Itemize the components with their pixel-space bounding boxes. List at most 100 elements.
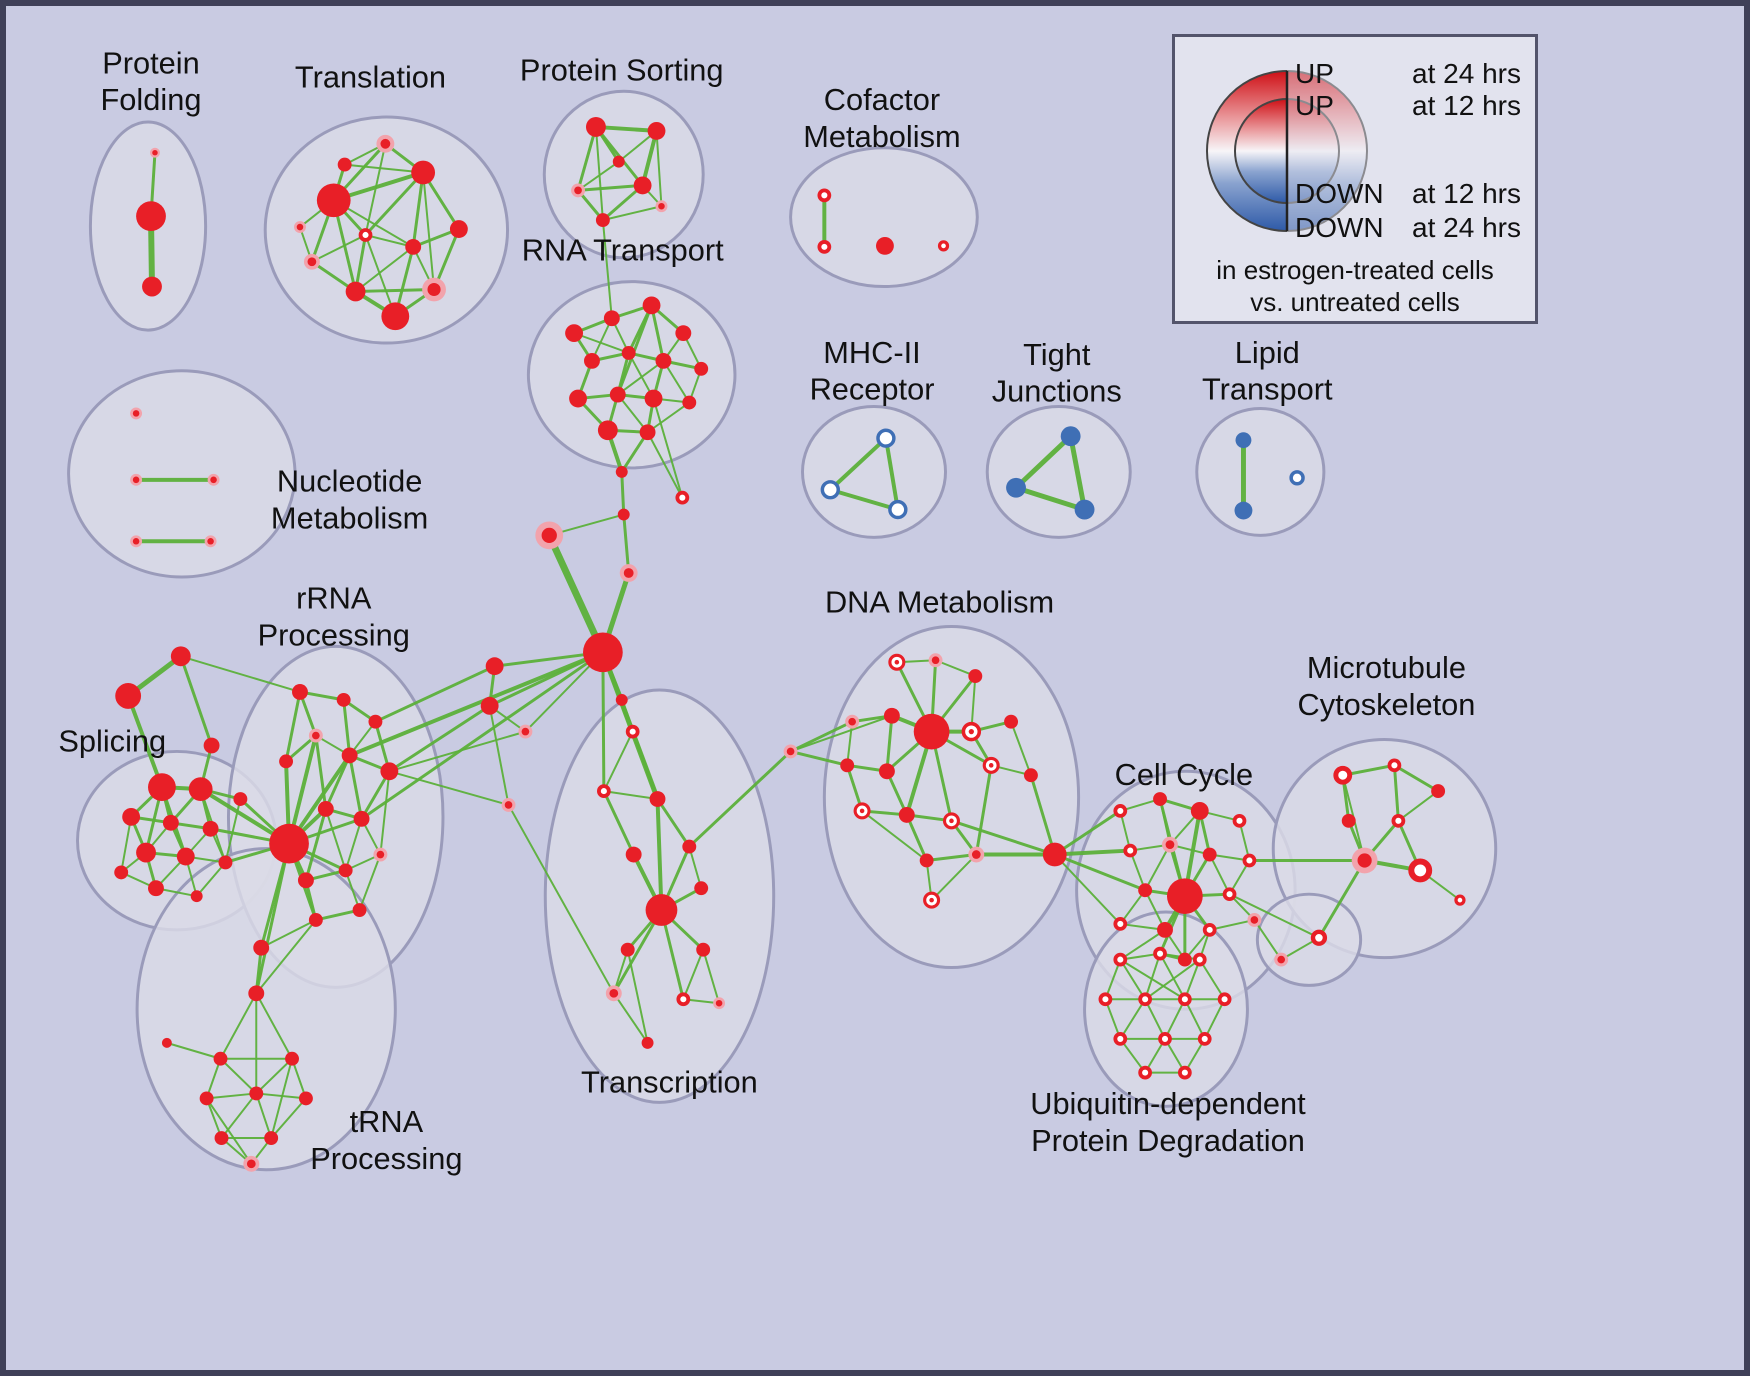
- network-edge: [373, 664, 497, 724]
- gene-node-open: [1333, 765, 1353, 785]
- network-edge: [344, 817, 363, 872]
- gene-node-open: [1123, 843, 1138, 858]
- gene-node-solid: [233, 792, 248, 806]
- cluster-region-mhc2-receptor: [801, 404, 948, 539]
- network-edge: [1392, 763, 1440, 793]
- gene-node-open: [1158, 1032, 1172, 1046]
- network-edge: [314, 734, 328, 811]
- gene-node-halo: [619, 564, 638, 582]
- network-edge: [616, 359, 665, 396]
- network-edge: [1119, 889, 1147, 925]
- gene-node-blue: [1235, 432, 1252, 449]
- network-edge: [601, 219, 613, 320]
- gene-node-target: [942, 812, 960, 830]
- gene-node-solid: [1166, 878, 1203, 915]
- network-edge: [360, 769, 391, 821]
- gene-node-halo: [243, 1155, 260, 1172]
- gene-node-halo: [518, 724, 533, 739]
- gene-node-open: [1387, 758, 1402, 773]
- network-edge: [304, 807, 328, 882]
- gene-node-halo: [422, 277, 446, 302]
- gene-node-open: [1113, 917, 1128, 931]
- gene-node-solid: [202, 820, 219, 837]
- gene-node-solid: [213, 1051, 228, 1066]
- network-edge: [1144, 958, 1201, 1001]
- network-edge: [314, 908, 362, 922]
- network-edge: [219, 992, 258, 1060]
- gene-node-solid: [617, 508, 630, 521]
- gene-node-solid: [597, 420, 618, 441]
- gene-node-solid: [878, 763, 895, 780]
- network-edge: [1183, 958, 1201, 1001]
- network-edge: [255, 992, 294, 1060]
- cluster-label-protein-sorting: Protein Sorting: [520, 52, 724, 87]
- gene-node-solid: [161, 1037, 172, 1048]
- cluster-label-splicing: Splicing: [58, 723, 166, 758]
- gene-node-solid: [1023, 768, 1038, 783]
- network-edge: [616, 393, 649, 434]
- gene-node-solid: [142, 276, 162, 297]
- network-edge: [1164, 998, 1186, 1040]
- gene-node-halo: [373, 847, 388, 862]
- gene-node-halo: [130, 473, 143, 486]
- gene-node-solid: [584, 352, 600, 369]
- gene-node-solid: [199, 1091, 214, 1106]
- network-edge: [255, 1057, 294, 1095]
- gene-node-solid: [968, 669, 983, 684]
- legend-box: UP at 24 hrs UP at 12 hrs DOWN at 12 hrs…: [1172, 34, 1538, 324]
- network-edge: [126, 693, 164, 790]
- gene-node-solid: [615, 465, 628, 478]
- legend-direction: UP: [1295, 90, 1334, 121]
- gene-node-open: [937, 240, 950, 252]
- gene-node-solid: [292, 684, 308, 700]
- gene-node-solid: [148, 773, 176, 802]
- gene-node-solid: [1042, 842, 1067, 867]
- cluster-region-trna-processing: [135, 847, 397, 1172]
- gene-node-solid: [203, 737, 220, 754]
- legend-direction: UP: [1295, 58, 1334, 89]
- gene-node-halo: [1351, 847, 1378, 874]
- gene-node-solid: [639, 424, 656, 441]
- gene-node-solid: [485, 657, 504, 676]
- legend-direction: DOWN: [1295, 212, 1384, 243]
- gene-node-solid: [176, 847, 195, 866]
- cluster-label-microtubule-cytoskeleton: Cytoskeleton: [1298, 687, 1476, 722]
- cluster-label-nucleotide-metabolism: Nucleotide: [277, 464, 422, 499]
- gene-node-target: [982, 756, 1000, 774]
- cluster-label-mhc2-receptor: MHC-II: [823, 335, 920, 370]
- cluster-label-protein-folding: Protein: [102, 45, 200, 80]
- gene-node-solid: [218, 855, 233, 870]
- gene-node-solid: [336, 692, 351, 707]
- gene-node-solid: [1202, 847, 1217, 862]
- gene-node-solid: [633, 176, 652, 195]
- cluster-label-ubiquitin-degradation: Ubiquitin-dependent: [1030, 1086, 1306, 1121]
- network-edge: [387, 704, 492, 773]
- network-edge: [974, 763, 993, 857]
- network-edge: [1104, 998, 1122, 1040]
- cluster-region-lipid-transport: [1195, 406, 1326, 537]
- network-edge: [205, 1097, 223, 1140]
- network-edge: [789, 714, 893, 753]
- node-layer: [114, 117, 1466, 1172]
- gene-node-open: [1202, 923, 1217, 937]
- network-edge: [828, 436, 888, 492]
- network-edge: [1198, 958, 1226, 1001]
- network-edge: [354, 245, 415, 293]
- cluster-region-cofactor-metabolism: [789, 146, 979, 289]
- gene-node-solid: [1431, 784, 1446, 799]
- gene-node-open: [675, 490, 690, 505]
- gene-node-solid: [269, 823, 309, 864]
- gene-node-open: [1153, 946, 1167, 961]
- gene-node-solid: [696, 942, 711, 957]
- network-edge: [354, 288, 436, 293]
- cluster-label-tight-junctions: Tight: [1023, 337, 1091, 372]
- gene-node-solid: [338, 863, 353, 878]
- gene-node-solid: [122, 807, 141, 826]
- network-edge: [1119, 958, 1147, 1001]
- network-edge: [270, 1057, 294, 1140]
- gene-node-solid: [1138, 883, 1153, 898]
- network-edge: [594, 125, 604, 222]
- gene-node-halo: [928, 653, 943, 668]
- gene-node-halo: [571, 183, 586, 198]
- gene-node-target: [961, 721, 982, 742]
